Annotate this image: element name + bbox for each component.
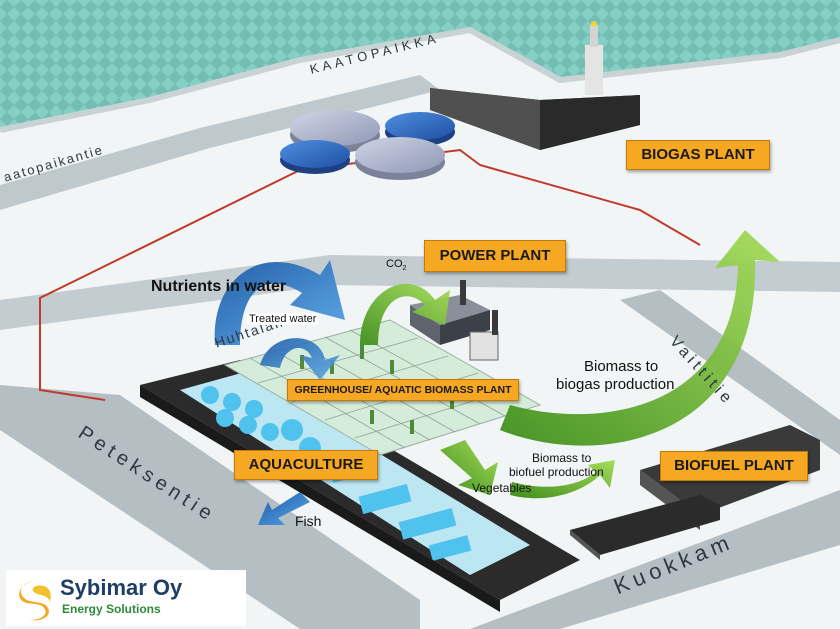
biogas-tanks [280,110,455,180]
co2-main: CO [386,258,403,270]
logo-brand: Sybimar Oy [60,575,183,600]
biomass-biofuel-line2: biofuel production [509,465,604,479]
sybimar-logo-icon [19,580,51,621]
nutrients-label: Nutrients in water [151,278,287,295]
treated-water-arrow [260,338,340,380]
biogas-biomass-arrow [500,230,780,446]
road-kuokkam [470,490,840,629]
treated-water-label: Treated water [247,313,319,325]
nutrients-arrow [214,260,345,345]
biomass-biofuel-line1: Biomass to [532,451,592,465]
label-aquaculture: AQUACULTURE [234,450,378,480]
fish-arrow [258,492,310,525]
co2-arrow [360,283,450,345]
biomass-biogas-line2: biogas production [556,376,675,393]
label-power-plant: POWER PLANT [424,240,566,272]
biomass-biogas-line1: Biomass to [584,358,659,375]
biogas-building [430,21,640,150]
co2-subscript: 2 [402,265,407,273]
label-greenhouse: GREENHOUSE/ AQUATIC BIOMASS PLANT [287,379,519,401]
label-biogas-plant: BIOGAS PLANT [626,140,770,170]
logo-tagline: Energy Solutions [62,602,161,616]
road-peteksentie [0,385,420,629]
label-biofuel-plant: BIOFUEL PLANT [660,451,808,481]
landfill-edge [0,26,840,133]
co2-label: CO2 [386,258,406,272]
road-vaittitie [620,290,840,455]
vegetables-arrow [440,440,498,495]
landfill-area [0,0,840,130]
road-huhtalantie [0,255,840,330]
road-kaatopaikantie [0,75,440,210]
vegetables-label: Vegetables [472,481,532,495]
biofuel-biomass-arrow [510,460,615,499]
fish-label: Fish [295,513,322,529]
